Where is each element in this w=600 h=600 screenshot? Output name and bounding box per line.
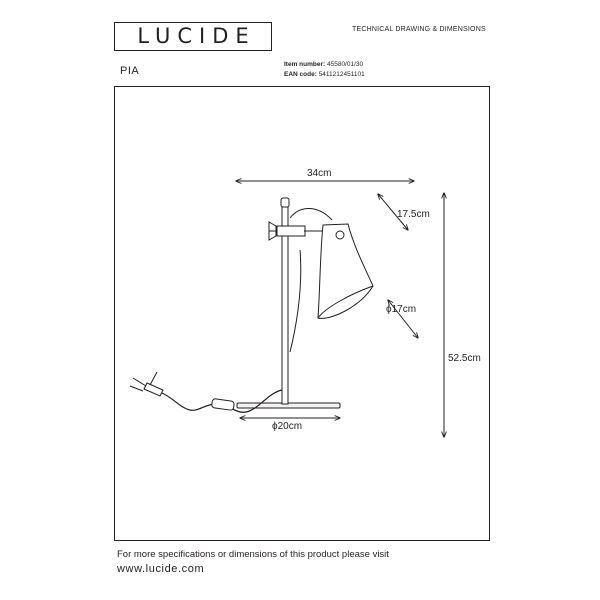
shade-diameter-dimension-line [388,300,418,338]
shade-depth-label: 17.5cm [397,209,430,220]
shade-diameter-label: ϕ17cm [386,304,417,315]
ean-code-label: EAN code: [284,71,317,78]
ean-code-row: EAN code: 5411212451101 [284,71,365,78]
document-type-label: TECHNICAL DRAWING & DIMENSIONS [352,26,486,33]
base-diameter-label: ϕ20cm [272,421,303,432]
shade-depth-dimension-line [378,194,408,230]
width-label: 34cm [307,168,332,179]
ean-code-value: 5411212451101 [318,71,365,78]
drawing-frame [114,86,490,541]
item-number-label: Item number: [284,61,326,68]
logo-frame [114,22,272,51]
website-link[interactable]: www.lucide.com [117,563,205,575]
brand-logo: LUCIDE [137,24,256,48]
item-number-row: Item number: 45580/01/30 [284,61,363,68]
lamp-illustration [129,197,374,413]
item-number-value: 45580/01/30 [326,61,364,68]
footer-text: For more specifications or dimensions of… [117,549,389,560]
height-label: 52.5cm [448,353,481,364]
dimension-lines [236,181,444,437]
product-name: PIA [120,65,140,77]
